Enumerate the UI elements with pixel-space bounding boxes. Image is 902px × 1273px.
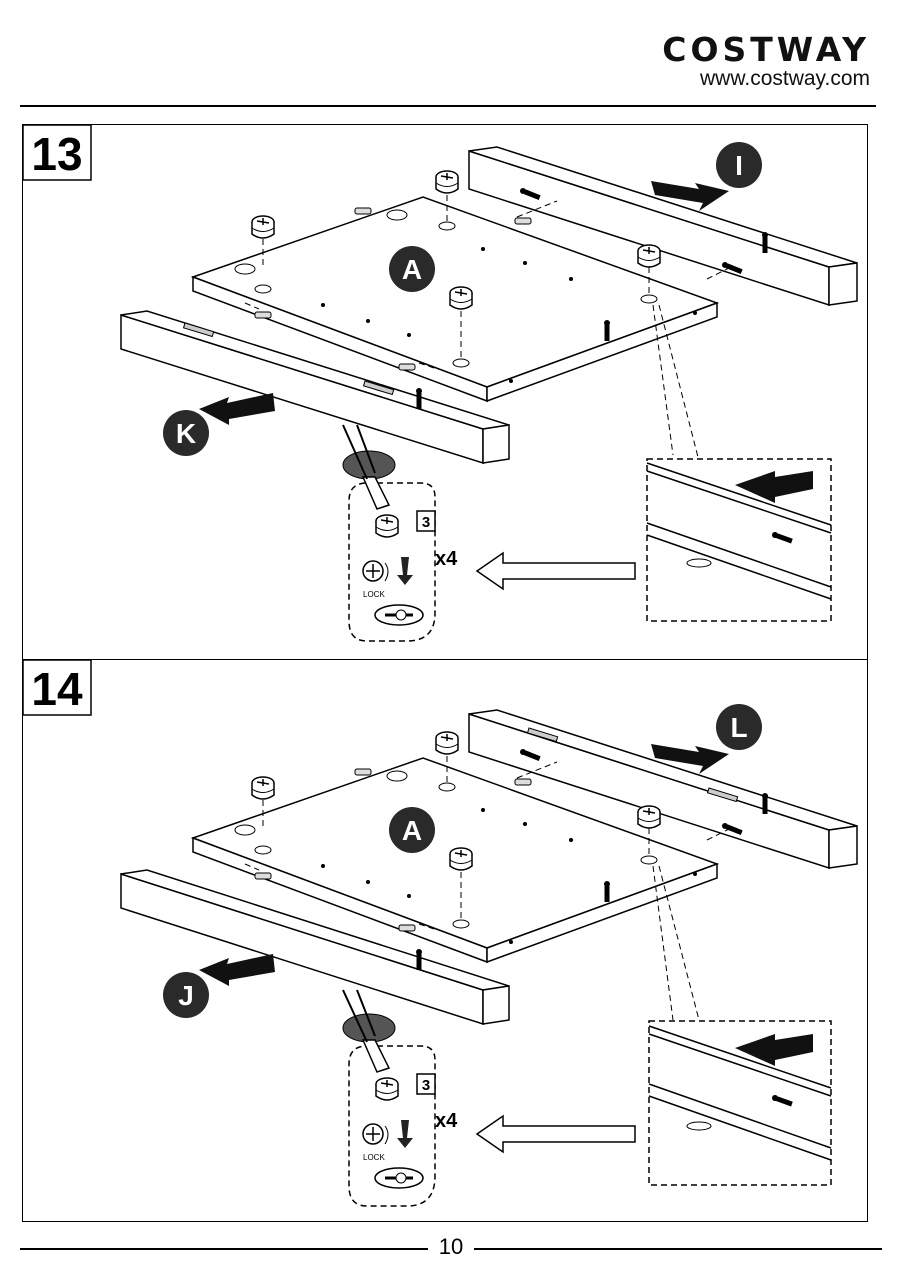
part-number: 3: [422, 1077, 430, 1094]
lock-label: LOCK: [363, 590, 385, 599]
wooden-dowel-icon: [399, 364, 415, 370]
footer-divider-right: [474, 1248, 882, 1250]
tool-inset: 3 LOCK: [343, 990, 435, 1206]
cam-bolt-icon: [762, 232, 768, 253]
cam-lock-icon: [638, 806, 660, 828]
lock-label: LOCK: [363, 1153, 385, 1162]
cam-lock-icon: [376, 515, 398, 537]
cam-bolt-icon: [604, 881, 610, 902]
pointer-arrow-icon: [477, 1116, 635, 1152]
cam-lock-icon: [376, 1078, 398, 1100]
cam-bolt-icon: [604, 320, 610, 341]
wooden-dowel-icon: [355, 208, 371, 214]
header-divider: [20, 105, 876, 107]
cam-slot-icon: [375, 605, 423, 625]
cam-lock-icon: [450, 848, 472, 870]
wooden-dowel-icon: [399, 925, 415, 931]
push-arrow-icon: [199, 954, 275, 986]
cam-lock-icon: [450, 287, 472, 309]
wooden-dowel-icon: [515, 218, 531, 224]
svg-text:A: A: [402, 815, 422, 846]
cam-slot-icon: [375, 1168, 423, 1188]
step-14-illustration: 14: [23, 660, 869, 1223]
svg-text:I: I: [735, 150, 743, 181]
wooden-dowel-icon: [255, 312, 271, 318]
step-13-panel: 13: [22, 124, 868, 660]
cam-lock-icon: [436, 171, 458, 193]
svg-text:J: J: [178, 980, 194, 1011]
push-arrow-icon: [199, 393, 275, 425]
page-number: 10: [428, 1234, 474, 1260]
cam-lock-icon: [436, 732, 458, 754]
step-number: 14: [31, 663, 83, 715]
svg-text:L: L: [730, 712, 747, 743]
cam-bolt-icon: [416, 388, 422, 409]
step-14-panel: 14: [22, 659, 868, 1222]
svg-text:A: A: [402, 254, 422, 285]
quantity-label: x4: [435, 1110, 458, 1132]
page-header: COSTWAY www.costway.com: [0, 0, 902, 110]
quantity-label: x4: [435, 548, 458, 570]
step-number: 13: [31, 128, 82, 180]
cam-lock-icon: [252, 216, 274, 238]
cam-bolt-icon: [416, 949, 422, 970]
cam-bolt-icon: [762, 793, 768, 814]
brand-logo: COSTWAY: [662, 30, 870, 69]
svg-text:K: K: [176, 418, 196, 449]
cam-lock-icon: [252, 777, 274, 799]
detail-inset: [647, 459, 831, 621]
pointer-arrow-icon: [477, 553, 635, 589]
wooden-dowel-icon: [515, 779, 531, 785]
detail-inset: [649, 1021, 831, 1185]
footer-divider-left: [20, 1248, 428, 1250]
wooden-dowel-icon: [355, 769, 371, 775]
wooden-dowel-icon: [255, 873, 271, 879]
tool-inset: 3 LOCK: [343, 425, 435, 641]
cam-lock-icon: [638, 245, 660, 267]
website-url: www.costway.com: [700, 67, 870, 91]
part-number: 3: [422, 514, 430, 531]
step-13-illustration: 13: [23, 125, 869, 661]
